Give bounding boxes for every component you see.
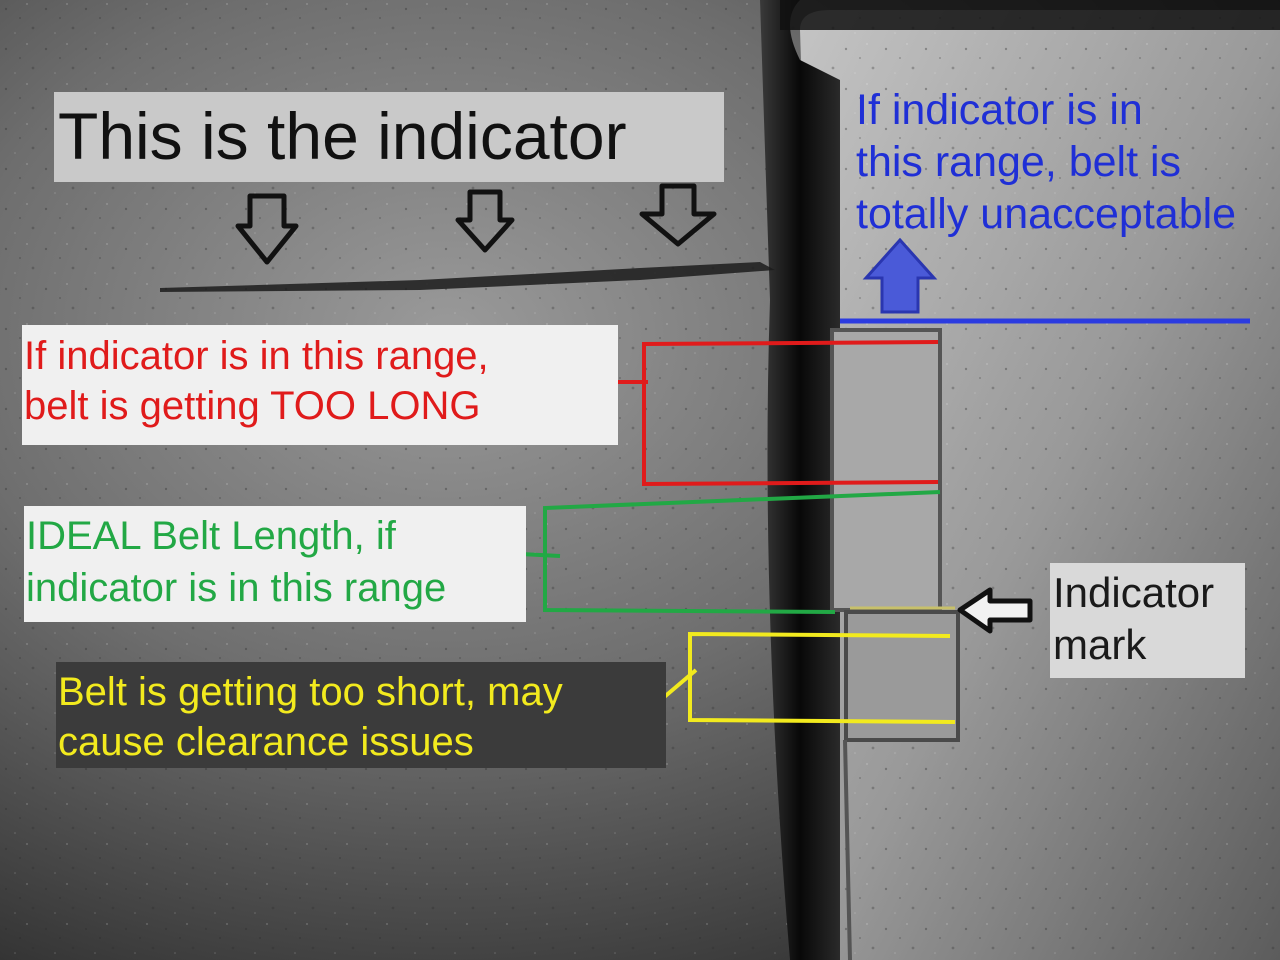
up-arrow-icon (862, 237, 938, 314)
too-short-label: Belt is getting too short, may cause cle… (56, 662, 666, 768)
unacceptable-line-1: If indicator is in (856, 86, 1143, 134)
slot-edge (843, 739, 852, 960)
ideal-length-label: IDEAL Belt Length, if indicator is in th… (24, 506, 526, 622)
top-dark-band (780, 0, 1280, 30)
too-short-line-1: Belt is getting too short, may (58, 670, 563, 714)
indicator-groove (160, 262, 775, 292)
down-arrow-icon (235, 193, 299, 265)
down-arrow-icon (639, 183, 717, 247)
indicator-mark-line-1: Indicator (1053, 569, 1215, 616)
slot-lower (844, 610, 960, 742)
too-short-line-2: cause clearance issues (58, 720, 474, 764)
indicator-mark-line-2: mark (1053, 621, 1147, 668)
unacceptable-line-2: this range, belt is (856, 138, 1182, 186)
too-long-line-2: belt is getting TOO LONG (24, 384, 481, 428)
slot-upper (830, 328, 942, 612)
down-arrow-icon (455, 189, 515, 253)
too-long-label: If indicator is in this range, belt is g… (22, 325, 618, 445)
ideal-line-1: IDEAL Belt Length, if (26, 514, 396, 558)
indicator-title-label: This is the indicator (54, 92, 724, 182)
ideal-line-2: indicator is in this range (26, 566, 447, 610)
left-arrow-icon (957, 587, 1033, 634)
unacceptable-line-3: totally unacceptable (856, 190, 1237, 238)
indicator-mark-label: Indicator mark (1050, 563, 1245, 678)
unacceptable-label: If indicator is in this range, belt is t… (856, 84, 1280, 240)
too-long-line-1: If indicator is in this range, (24, 334, 489, 378)
